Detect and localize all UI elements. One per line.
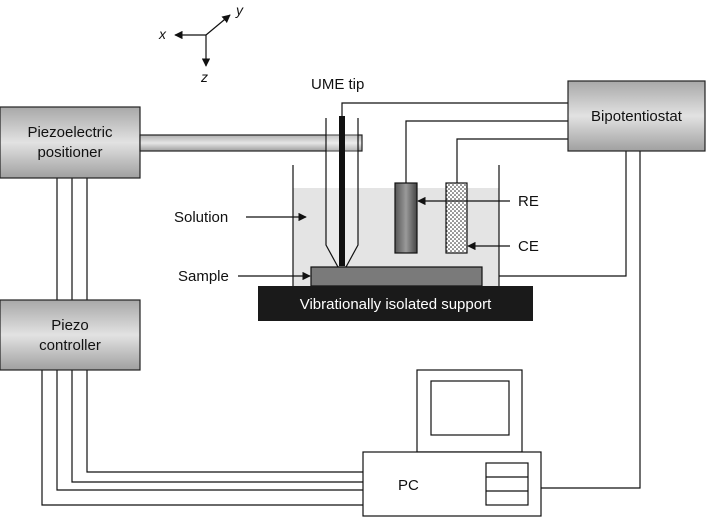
- piezo-controller-box: [0, 299, 141, 371]
- reference-electrode: [394, 182, 418, 254]
- wiring: [41, 102, 641, 506]
- bipotentiostat: Bipotentiostat: [567, 80, 706, 152]
- piezo-controller: Piezo controller: [0, 299, 141, 371]
- wire-controller-pc-1: [41, 370, 363, 506]
- wire-bipotentiostat-pc: [541, 151, 641, 489]
- sample: [310, 266, 483, 287]
- piezo-positioner-label-1: Piezoelectric: [27, 124, 113, 141]
- piezo-positioner: Piezoelectric positioner: [0, 106, 141, 179]
- support-label: Vibrationally isolated support: [300, 296, 492, 313]
- bipotentiostat-box: [567, 80, 706, 152]
- wire-re-bipotentiostat: [405, 120, 568, 183]
- support-block: [258, 286, 533, 321]
- ume-tip-label: UME tip: [311, 76, 364, 93]
- pc: PC: [362, 369, 542, 517]
- ume-tip: [325, 116, 359, 268]
- pc-monitor-screen: [430, 380, 510, 436]
- re-label: RE: [518, 193, 539, 210]
- counter-electrode: [445, 182, 468, 254]
- support: Vibrationally isolated support: [258, 286, 533, 321]
- z-axis-label: z: [200, 69, 208, 85]
- axes-indicator: x y z: [158, 2, 244, 85]
- piezo-positioner-label-2: positioner: [37, 144, 102, 161]
- ume-tip-wire: [339, 116, 345, 266]
- sample-label: Sample: [178, 268, 229, 285]
- x-axis-label: x: [158, 26, 167, 42]
- wire-sample-bipotentiostat: [482, 151, 627, 277]
- pc-label: PC: [398, 477, 419, 494]
- positioner-arm: [139, 134, 363, 152]
- wire-controller-pc-4: [86, 370, 363, 473]
- y-axis-arrow: [205, 14, 231, 36]
- pc-drive-bays: [485, 462, 529, 506]
- ce-label: CE: [518, 238, 539, 255]
- y-axis-label: y: [235, 2, 244, 18]
- bipotentiostat-label: Bipotentiostat: [591, 108, 683, 125]
- wire-controller-pc-2: [56, 370, 363, 491]
- wire-tip-bipotentiostat: [341, 102, 568, 118]
- wire-controller-pc-3: [71, 370, 363, 483]
- piezo-positioner-box: [0, 106, 141, 179]
- piezo-controller-label-2: controller: [39, 337, 101, 354]
- solution-label: Solution: [174, 209, 228, 226]
- piezo-controller-label-1: Piezo: [51, 317, 89, 334]
- wire-ce-bipotentiostat: [456, 138, 568, 183]
